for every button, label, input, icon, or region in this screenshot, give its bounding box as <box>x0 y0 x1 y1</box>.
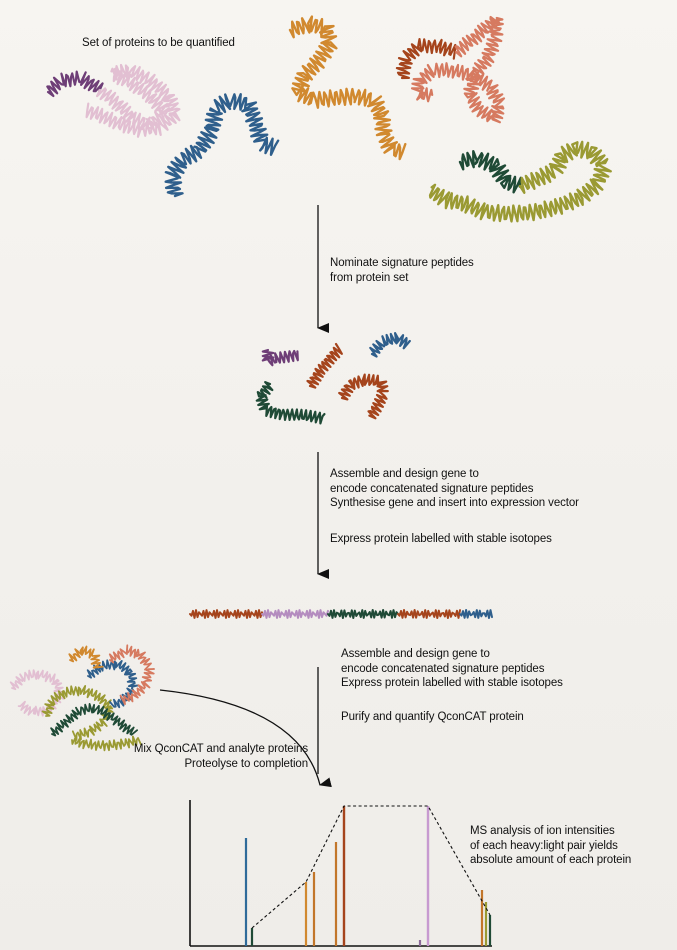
step-design-line-3: Synthesise gene and insert into expressi… <box>330 496 579 511</box>
helix-strand <box>262 610 328 618</box>
helix-strand <box>263 350 298 365</box>
step-design-2-line-2: encode concatenated signature peptides <box>341 662 563 677</box>
step-nominate: Nominate signature peptides from protein… <box>330 256 474 285</box>
step-nominate-line-1: Nominate signature peptides <box>330 256 474 271</box>
helix-strand <box>328 610 398 618</box>
helix-strand <box>370 333 410 356</box>
step-design-2-line-1: Assemble and design gene to <box>341 647 563 662</box>
step-nominate-line-2: from protein set <box>330 271 474 286</box>
step-purify: Purify and quantify QconCAT protein <box>341 710 524 725</box>
helix-strand <box>290 17 405 160</box>
set-title: Set of proteins to be quantified <box>82 36 235 51</box>
step-ms-line-1: MS analysis of ion intensities <box>470 824 631 839</box>
step-mix-line-1: Mix QconCAT and analyte proteins <box>86 742 308 757</box>
helix-strand <box>339 375 388 419</box>
mixed-proteins-icon <box>11 645 154 750</box>
helix-strand <box>166 94 278 196</box>
step-ms-line-3: absolute amount of each protein <box>470 853 631 868</box>
helix-strand <box>47 72 102 96</box>
step-mix-line-2: Proteolyse to completion <box>86 757 308 772</box>
helix-strand <box>308 344 342 388</box>
helix-strand <box>69 647 102 668</box>
qconcat-chain-icon <box>190 610 492 618</box>
step-ms: MS analysis of ion intensities of each h… <box>470 824 631 868</box>
peptide-fragment-icon <box>257 333 410 423</box>
helix-strand <box>190 610 262 618</box>
ms-spectrum-icon <box>190 800 492 946</box>
helix-strand <box>398 610 460 618</box>
step-design: Assemble and design gene to encode conca… <box>330 467 579 511</box>
helix-strand <box>412 17 504 122</box>
step-mix: Mix QconCAT and analyte proteins Proteol… <box>86 742 308 771</box>
step-design-2-line-3: Express protein labelled with stable iso… <box>341 676 563 691</box>
helix-strand <box>87 65 180 137</box>
step-express: Express protein labelled with stable iso… <box>330 532 552 547</box>
step-design-line-1: Assemble and design gene to <box>330 467 579 482</box>
step-ms-line-2: of each heavy:light pair yields <box>470 839 631 854</box>
step-design-2: Assemble and design gene to encode conca… <box>341 647 563 691</box>
step-design-line-2: encode concatenated signature peptides <box>330 482 579 497</box>
helix-strand <box>460 610 492 618</box>
helix-strand <box>460 151 521 192</box>
